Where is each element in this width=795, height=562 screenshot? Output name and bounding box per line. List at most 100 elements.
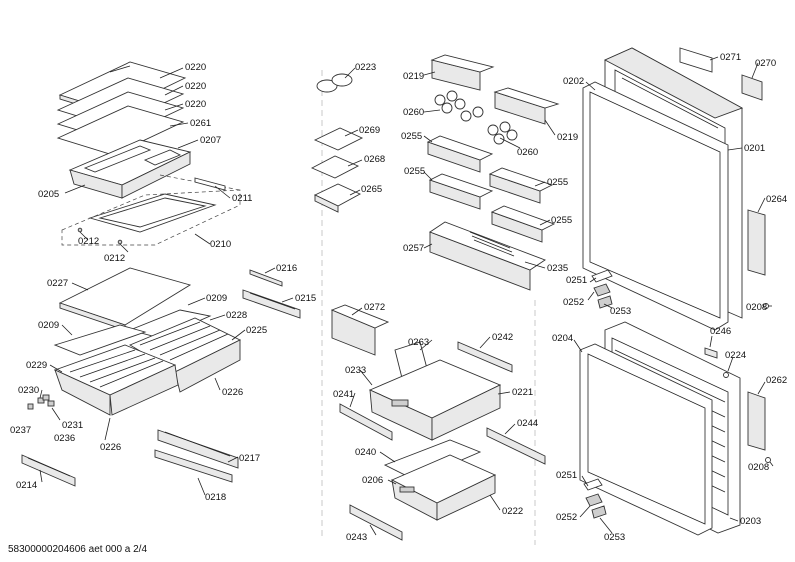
label-0271: 0271 [720,52,741,63]
label-0231: 0231 [62,420,83,431]
label-0220-b: 0220 [185,81,206,92]
label-0243: 0243 [346,532,367,543]
crisper-drawer-left [53,344,179,416]
small-fittings [27,394,55,410]
label-0203: 0203 [740,516,761,527]
label-0219-a: 0219 [403,71,424,82]
divider-0209 [128,309,212,339]
label-0236: 0236 [54,433,75,444]
label-0208-a: 0208 [746,302,767,313]
label-0209-a: 0209 [206,293,227,304]
label-0262: 0262 [766,375,787,386]
rail-0241 [339,403,393,441]
part-labels: 0220 0220 0220 0261 0207 0205 0211 0212 … [10,52,787,543]
label-0218: 0218 [205,492,226,503]
label-0261: 0261 [190,118,211,129]
label-0224: 0224 [725,350,746,361]
bottle-shelf-0257 [429,221,546,291]
rail-0215 [242,289,301,319]
label-0251-b: 0251 [556,470,577,481]
label-0251-a: 0251 [566,275,587,286]
label-0205: 0205 [38,189,59,200]
label-0265: 0265 [361,184,382,195]
handle-0262 [747,391,766,451]
freezer-drawer-lower [390,454,497,521]
top-drawer-pair [68,139,192,199]
label-0201: 0201 [744,143,765,154]
rail-0211 [194,177,226,191]
rail-0242 [457,341,513,373]
rail-0217 [157,429,239,469]
label-0214: 0214 [16,480,37,491]
lower-gasket-0204 [579,343,713,536]
label-0255-a: 0255 [401,131,422,142]
upper-gasket-0202 [582,81,729,331]
part-0224 [723,372,729,378]
label-0257: 0257 [403,243,424,254]
label-0241: 0241 [333,389,354,400]
label-0272: 0272 [364,302,385,313]
label-0210: 0210 [210,239,231,250]
label-0264: 0264 [766,194,787,205]
label-0269: 0269 [359,125,380,136]
leader-lines [39,56,774,536]
label-0246: 0246 [710,326,731,337]
label-0240: 0240 [355,447,376,458]
label-0227: 0227 [47,278,68,289]
screw-0208-lower [765,457,771,463]
label-0223: 0223 [355,62,376,73]
egg-rack-0260-left [434,90,484,122]
glass-shelf-stack [56,61,187,156]
clip-0212-a [77,227,83,233]
label-0202: 0202 [563,76,584,87]
label-0221: 0221 [512,387,533,398]
label-0252-b: 0252 [556,512,577,523]
hinge-set-upper [591,269,613,309]
label-0271 [679,47,713,73]
label-0228: 0228 [226,310,247,321]
egg-tray-0223 [316,73,353,93]
label-0252-a: 0252 [563,297,584,308]
label-0229: 0229 [26,360,47,371]
rail-0244 [486,427,546,465]
label-0263: 0263 [408,337,429,348]
label-0226-a: 0226 [222,387,243,398]
module-0270 [741,74,763,101]
label-0233: 0233 [345,365,366,376]
label-0242: 0242 [492,332,513,343]
label-0255-d: 0255 [551,215,572,226]
label-0226-b: 0226 [100,442,121,453]
label-0219-b: 0219 [557,132,578,143]
label-0220-a: 0220 [185,62,206,73]
label-0206: 0206 [362,475,383,486]
glass-0209-lower [53,324,147,356]
label-0216: 0216 [276,263,297,274]
tray-0268 [310,155,360,179]
handle-0264 [747,209,766,276]
label-0253-b: 0253 [604,532,625,543]
label-0208-b: 0208 [748,462,769,473]
label-0268: 0268 [364,154,385,165]
label-0255-b: 0255 [404,166,425,177]
freezer-drawer-upper [368,359,502,441]
label-0204: 0204 [552,333,573,344]
label-0215: 0215 [295,293,316,304]
label-0207: 0207 [200,135,221,146]
label-0253-a: 0253 [610,306,631,317]
shelf-frame-0210 [61,189,241,246]
label-0230: 0230 [18,385,39,396]
label-0235: 0235 [547,263,568,274]
hinge-set-lower [583,478,607,519]
label-0237: 0237 [10,425,31,436]
label-0225: 0225 [246,325,267,336]
part-0246 [704,347,718,359]
rail-0243 [349,504,403,541]
rail-0218 [154,449,233,483]
label-0244: 0244 [517,418,538,429]
footer-document-id: 58300000204606 aet 000 a 2/4 [8,544,147,555]
label-0270: 0270 [755,58,776,69]
label-0255-c: 0255 [547,177,568,188]
rail-0216 [249,269,283,287]
clip-0212-b [117,239,123,245]
